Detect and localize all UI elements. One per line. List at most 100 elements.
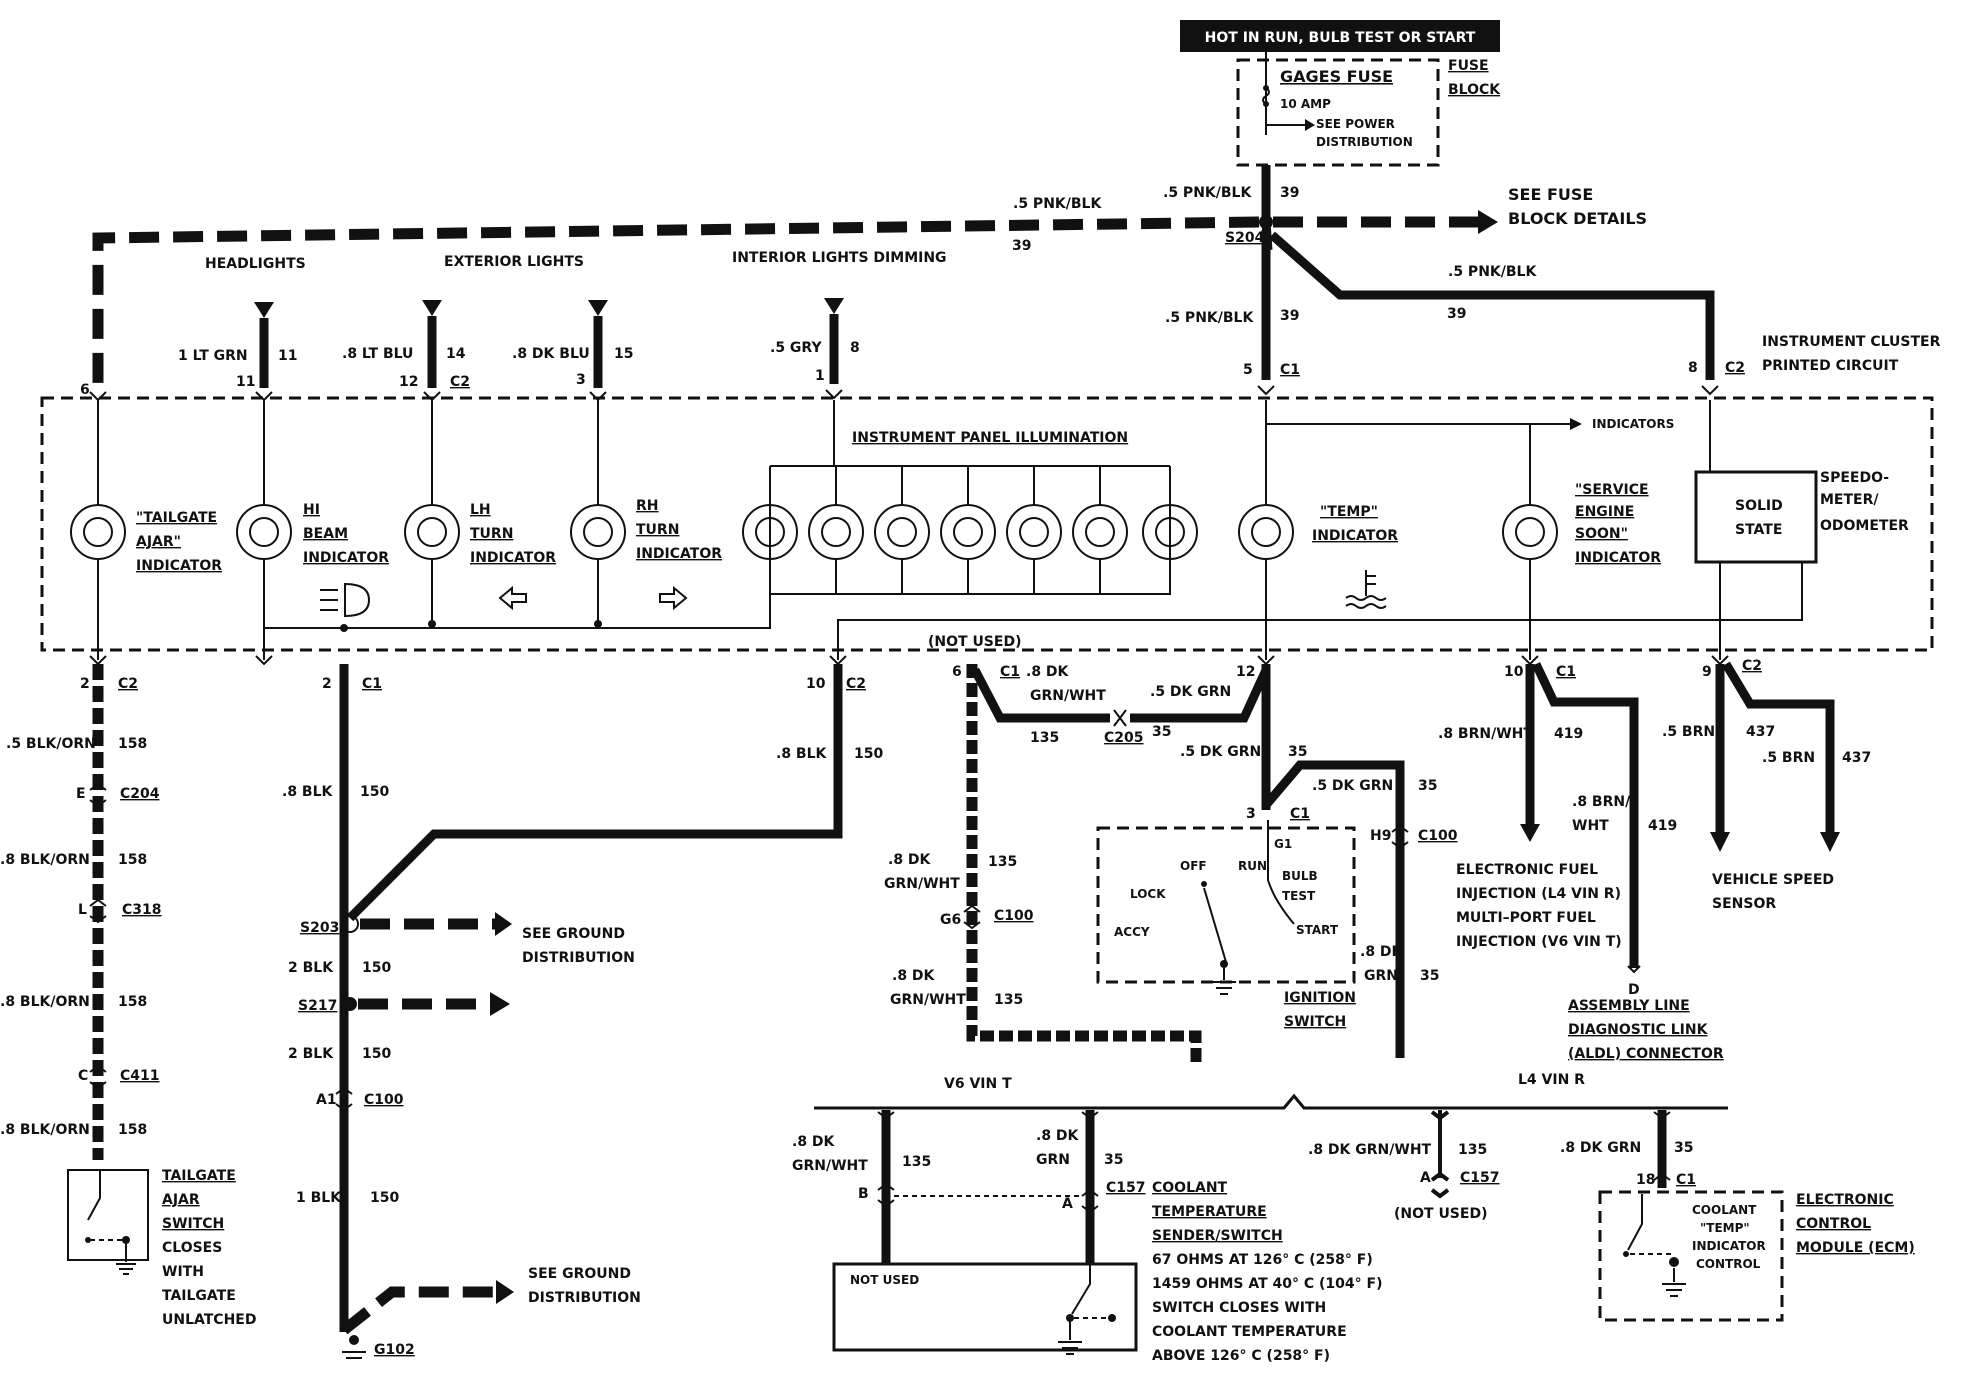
- svg-text:E: E: [76, 786, 86, 802]
- svg-text:MODULE (ECM): MODULE (ECM): [1796, 1240, 1915, 1256]
- svg-text:TEMPERATURE: TEMPERATURE: [1152, 1204, 1267, 1220]
- svg-text:39: 39: [1280, 185, 1299, 201]
- see-power-2: DISTRIBUTION: [1316, 135, 1413, 149]
- svg-text:2: 2: [322, 676, 332, 692]
- tailgate-switch-box: [67, 1169, 149, 1261]
- svg-text:135: 135: [902, 1154, 931, 1170]
- svg-text:.8 BRN/: .8 BRN/: [1572, 794, 1631, 810]
- svg-text:DISTRIBUTION: DISTRIBUTION: [522, 950, 635, 966]
- svg-text:1 BLK: 1 BLK: [296, 1190, 342, 1206]
- svg-text:C1: C1: [362, 676, 382, 692]
- svg-text:ACCY: ACCY: [1114, 925, 1150, 939]
- svg-text:UNLATCHED: UNLATCHED: [162, 1312, 256, 1328]
- svg-text:DIAGNOSTIC LINK: DIAGNOSTIC LINK: [1568, 1022, 1709, 1038]
- coolant-temp-icon: [1345, 570, 1387, 609]
- svg-text:SWITCH: SWITCH: [1284, 1014, 1346, 1030]
- tailgate-ind-3: INDICATOR: [136, 558, 222, 574]
- ground-g102-icon: [342, 1335, 366, 1359]
- svg-text:.8 BLK: .8 BLK: [282, 784, 334, 800]
- svg-text:ELECTRONIC: ELECTRONIC: [1796, 1192, 1894, 1208]
- svg-text:V6 VIN T: V6 VIN T: [944, 1076, 1012, 1092]
- svg-text:C2: C2: [1742, 658, 1762, 674]
- lh-turn-lamp: [404, 400, 460, 628]
- svg-text:150: 150: [854, 746, 883, 762]
- fuse-block-title-2: BLOCK: [1448, 82, 1501, 98]
- right-arrow-icon: [659, 585, 688, 611]
- svg-text:.8 LT BLU: .8 LT BLU: [342, 346, 413, 362]
- svg-text:INDICATORS: INDICATORS: [1592, 417, 1674, 431]
- svg-text:(NOT USED): (NOT USED): [928, 634, 1021, 650]
- svg-text:INDICATOR: INDICATOR: [1312, 528, 1398, 544]
- svg-text:35: 35: [1418, 778, 1437, 794]
- instrument-cluster-box: [40, 396, 1934, 652]
- svg-text:INDICATOR: INDICATOR: [303, 550, 389, 566]
- svg-text:18: 18: [1636, 1172, 1655, 1188]
- svg-text:8: 8: [1688, 360, 1698, 376]
- svg-text:DISTRIBUTION: DISTRIBUTION: [528, 1290, 641, 1306]
- svg-text:35: 35: [1152, 724, 1171, 740]
- svg-text:NOT USED: NOT USED: [850, 1273, 919, 1287]
- svg-text:C100: C100: [364, 1092, 404, 1108]
- svg-text:"TEMP": "TEMP": [1700, 1221, 1750, 1235]
- svg-text:L4 VIN R: L4 VIN R: [1518, 1072, 1585, 1088]
- tailgate-ind-1: "TAILGATE: [136, 510, 217, 526]
- s204-label: S204: [1225, 230, 1265, 246]
- svg-text:150: 150: [370, 1190, 399, 1206]
- svg-text:35: 35: [1420, 968, 1439, 984]
- svg-text:2 BLK: 2 BLK: [288, 1046, 334, 1062]
- svg-text:1459 OHMS AT 40° C (104° F): 1459 OHMS AT 40° C (104° F): [1152, 1276, 1382, 1292]
- svg-text:35: 35: [1288, 744, 1307, 760]
- svg-text:C2: C2: [118, 676, 138, 692]
- svg-text:RH: RH: [636, 498, 659, 514]
- svg-text:C318: C318: [122, 902, 162, 918]
- svg-text:COOLANT TEMPERATURE: COOLANT TEMPERATURE: [1152, 1324, 1347, 1340]
- fuse-rating: 10 AMP: [1280, 97, 1331, 111]
- svg-text:.8 DK: .8 DK: [1360, 944, 1404, 960]
- svg-text:GRN: GRN: [1036, 1152, 1070, 1168]
- svg-text:6: 6: [80, 382, 90, 398]
- svg-text:C2: C2: [450, 374, 470, 390]
- svg-text:135: 135: [1458, 1142, 1487, 1158]
- svg-text:150: 150: [362, 1046, 391, 1062]
- source-banner: [1180, 20, 1500, 52]
- svg-text:SEE GROUND: SEE GROUND: [528, 1266, 631, 1282]
- svg-text:C204: C204: [120, 786, 160, 802]
- svg-text:GRN/WHT: GRN/WHT: [884, 876, 960, 892]
- svg-text:C1: C1: [1280, 362, 1300, 378]
- ignition-ground-icon: [1212, 968, 1236, 995]
- svg-text:B: B: [858, 1186, 869, 1202]
- svg-text:SOON": SOON": [1575, 526, 1628, 542]
- svg-text:SWITCH CLOSES WITH: SWITCH CLOSES WITH: [1152, 1300, 1326, 1316]
- svg-text:.5 PNK/BLK: .5 PNK/BLK: [1163, 185, 1252, 201]
- svg-text:158: 158: [118, 1122, 147, 1138]
- svg-text:WHT: WHT: [1572, 818, 1609, 834]
- svg-text:TEST: TEST: [1282, 889, 1316, 903]
- svg-text:.8 BRN/WHT: .8 BRN/WHT: [1438, 726, 1533, 742]
- svg-text:.8 DK BLU: .8 DK BLU: [512, 346, 590, 362]
- svg-text:START: START: [1296, 923, 1339, 937]
- svg-text:14: 14: [446, 346, 466, 362]
- svg-text:G6: G6: [940, 912, 961, 928]
- svg-text:C: C: [78, 1068, 88, 1084]
- cluster-title-1: INSTRUMENT CLUSTER: [1762, 334, 1941, 350]
- svg-text:11: 11: [236, 374, 255, 390]
- svg-text:.8 BLK/ORN: .8 BLK/ORN: [0, 1122, 90, 1138]
- svg-text:"SERVICE: "SERVICE: [1575, 482, 1649, 498]
- see-fuse-details-2: BLOCK DETAILS: [1508, 209, 1647, 228]
- svg-text:ODOMETER: ODOMETER: [1820, 518, 1909, 534]
- svg-text:35: 35: [1674, 1140, 1693, 1156]
- svg-text:GRN: GRN: [1364, 968, 1398, 984]
- svg-text:C2: C2: [1725, 360, 1745, 376]
- svg-text:C1: C1: [1556, 664, 1576, 680]
- svg-text:.8 BLK/ORN: .8 BLK/ORN: [0, 994, 90, 1010]
- svg-text:SENSOR: SENSOR: [1712, 896, 1776, 912]
- svg-text:S203: S203: [300, 920, 339, 936]
- source-label: HOT IN RUN, BULB TEST OR START: [1205, 30, 1476, 46]
- svg-text:GRN/WHT: GRN/WHT: [792, 1158, 868, 1174]
- svg-text:3: 3: [576, 372, 586, 388]
- exterior-lights-label: EXTERIOR LIGHTS: [444, 254, 584, 270]
- svg-text:11: 11: [278, 348, 297, 364]
- svg-text:.8 DK GRN/WHT: .8 DK GRN/WHT: [1308, 1142, 1432, 1158]
- svg-text:15: 15: [614, 346, 633, 362]
- svg-text:6: 6: [952, 664, 962, 680]
